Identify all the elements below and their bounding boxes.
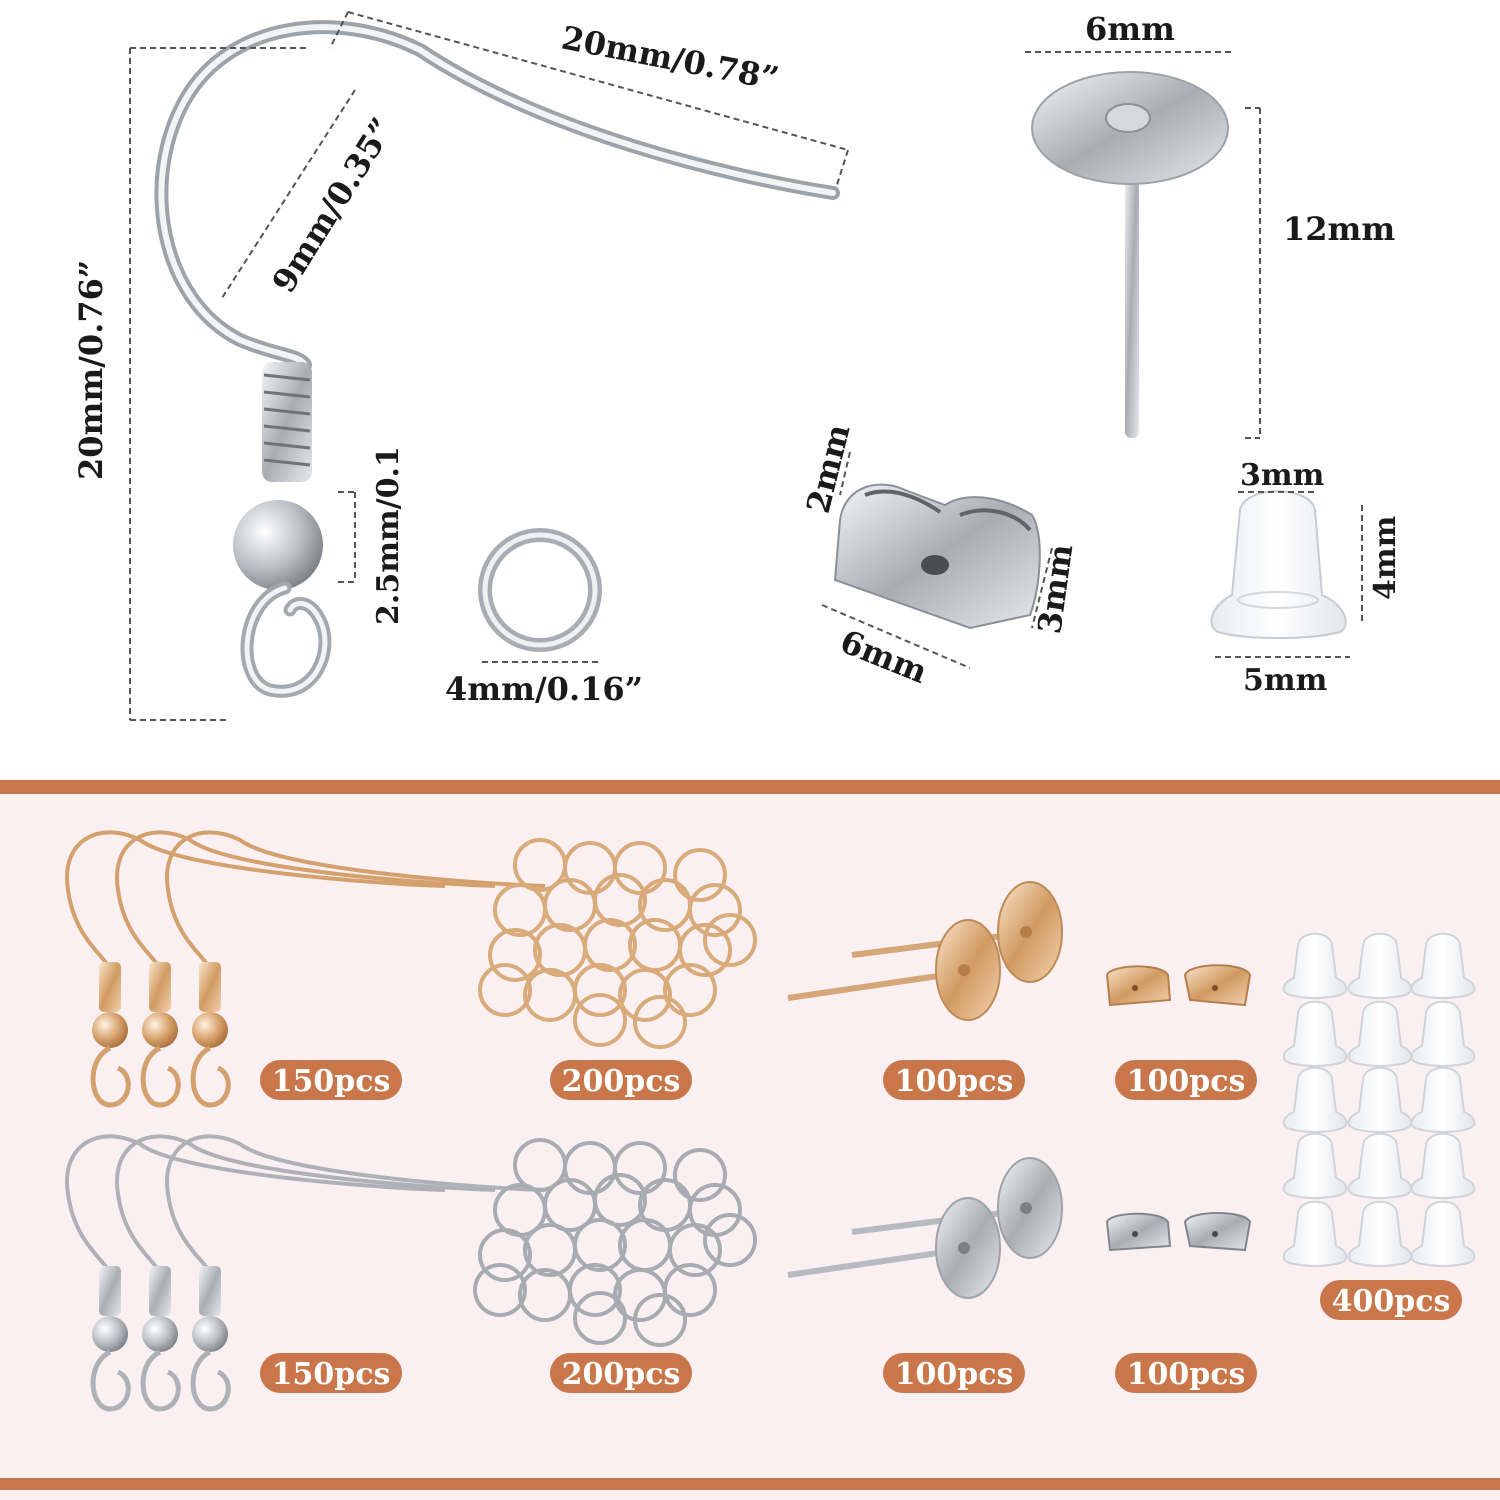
- bullet-dimension-lines: [1215, 491, 1363, 658]
- svg-text:100pcs: 100pcs: [1127, 1357, 1246, 1392]
- svg-text:200pcs: 200pcs: [562, 1064, 681, 1099]
- svg-text:400pcs: 400pcs: [1332, 1284, 1451, 1319]
- stud-pad-label: 6mm: [1085, 10, 1175, 48]
- qty-gold-backs: 100pcs: [1115, 1060, 1257, 1100]
- gold-hooks: [64, 832, 545, 1108]
- qty-gold-rings: 200pcs: [550, 1060, 692, 1100]
- contents-panel: 150pcs 200pcs 100pcs 100pcs 150pcs 200pc…: [0, 780, 1500, 1500]
- hook-coil: [262, 362, 312, 482]
- stud-post-large: [1031, 71, 1229, 438]
- bullet-clutch-large: [1210, 490, 1347, 639]
- gold-butterfly-backs: [1105, 964, 1252, 1007]
- jump-ring-large: [478, 528, 603, 652]
- dimension-diagram: 20mm/0.78” 9mm/0.35” 20mm/0.76” 2.5mm/0.…: [72, 10, 1403, 721]
- butterfly-width-label: 6mm: [835, 622, 933, 691]
- stud-height-label: 12mm: [1283, 210, 1395, 248]
- qty-silver-rings: 200pcs: [550, 1353, 692, 1393]
- hook-dimension-lines: [129, 11, 849, 721]
- stud-dimension-lines: [1025, 51, 1261, 439]
- gold-studs: [787, 881, 1063, 1021]
- svg-text:200pcs: 200pcs: [562, 1357, 681, 1392]
- rubber-bullet-backs: [1282, 932, 1476, 1267]
- hook-inner-label: 9mm/0.35”: [265, 111, 402, 299]
- qty-silver-hooks: 150pcs: [260, 1353, 402, 1393]
- svg-text:150pcs: 150pcs: [272, 1357, 391, 1392]
- silver-butterfly-backs: [1105, 1212, 1252, 1252]
- gold-jump-rings: [478, 838, 757, 1049]
- silver-hooks: [64, 1136, 545, 1412]
- silver-studs: [787, 1157, 1063, 1299]
- svg-text:100pcs: 100pcs: [895, 1064, 1014, 1099]
- bullet-height-label: 4mm: [1368, 515, 1403, 600]
- svg-text:150pcs: 150pcs: [272, 1064, 391, 1099]
- qty-silver-studs: 100pcs: [883, 1353, 1025, 1393]
- earring-hook-large: [154, 20, 840, 698]
- hook-length-label: 20mm/0.78”: [558, 19, 781, 98]
- svg-text:100pcs: 100pcs: [895, 1357, 1014, 1392]
- silver-jump-rings: [473, 1138, 757, 1347]
- butterfly-back-large: [833, 483, 1041, 630]
- jump-ring-label: 4mm/0.16”: [445, 670, 643, 708]
- svg-text:100pcs: 100pcs: [1127, 1064, 1246, 1099]
- hook-bead: [233, 500, 323, 590]
- bullet-top-label: 3mm: [1240, 458, 1325, 493]
- butterfly-dimension-lines: [821, 451, 1053, 669]
- bead-size-label: 2.5mm/0.1: [371, 446, 406, 625]
- qty-rubber-backs: 400pcs: [1320, 1280, 1462, 1320]
- qty-gold-hooks: 150pcs: [260, 1060, 402, 1100]
- bullet-base-label: 5mm: [1243, 663, 1328, 698]
- hook-height-label: 20mm/0.76”: [72, 260, 110, 480]
- qty-gold-studs: 100pcs: [883, 1060, 1025, 1100]
- qty-silver-backs: 100pcs: [1115, 1353, 1257, 1393]
